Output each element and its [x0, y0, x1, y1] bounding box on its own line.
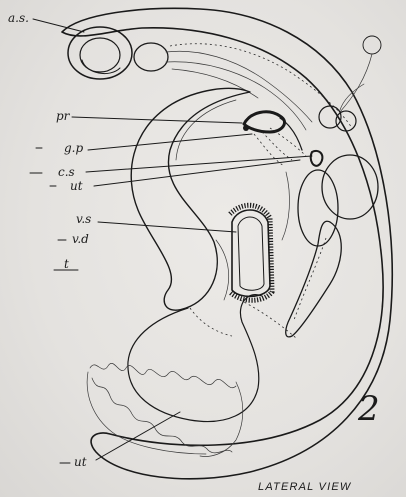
label-vd: v.d [72, 232, 89, 246]
cirrus-sac [311, 151, 323, 166]
label-ut-lower: ut [74, 455, 87, 469]
prostatic-organ [243, 112, 306, 166]
body-outline [62, 8, 392, 478]
acetabulum-small [363, 36, 381, 54]
label-pr: pr [56, 109, 71, 123]
label-gp: g.p [64, 141, 83, 155]
uterus-coils [90, 363, 236, 387]
label-cs: c.s [58, 165, 75, 179]
genital-pore [243, 125, 249, 131]
oral-sucker [68, 27, 132, 79]
vesicula-seminalis [230, 205, 272, 300]
testis [286, 221, 342, 337]
label-as: a.s. [8, 11, 29, 25]
figure-caption: LATERAL VIEW [258, 481, 352, 493]
label-ut-upper: ut [70, 179, 83, 193]
ovary-complex [298, 84, 378, 246]
label-t: t [64, 257, 69, 271]
pharynx [134, 43, 168, 71]
figure-number: 2 [357, 389, 380, 429]
label-vs: v.s [76, 212, 91, 226]
